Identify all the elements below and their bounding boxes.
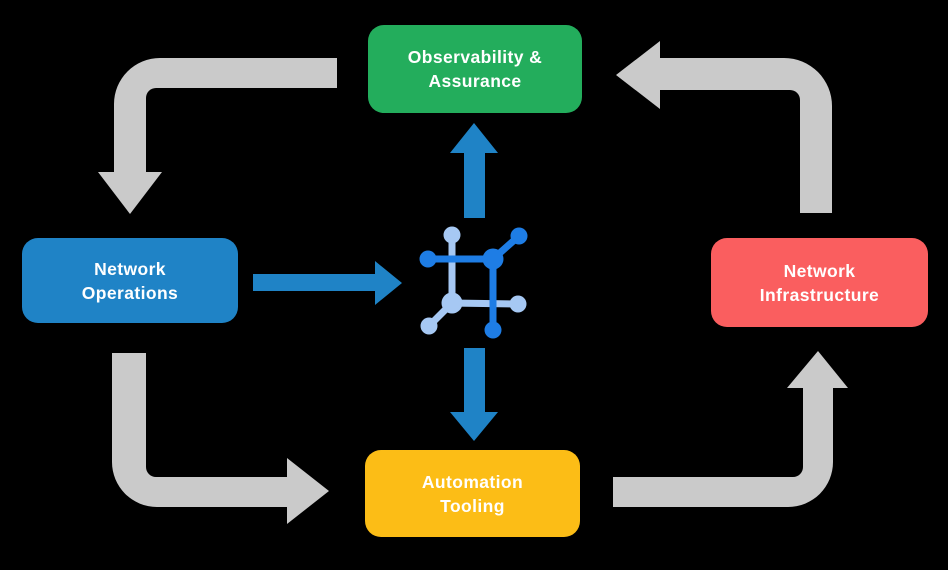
icon-primary-branch (419, 227, 528, 339)
node-label-line: Tooling (440, 495, 505, 516)
arrow-observability-to-operations (98, 58, 337, 214)
node-label-line: Network (783, 260, 856, 281)
node-network-operations: Network Operations (22, 238, 238, 323)
arrow-operations-to-automation (112, 353, 329, 524)
network-fabric-icon (419, 226, 528, 339)
node-label-line: Infrastructure (759, 284, 880, 305)
node-label-line: Network (94, 258, 166, 279)
node-label-line: Observability & (407, 47, 543, 67)
node-automation-tooling: Automation Tooling (365, 450, 580, 537)
node-label-line: Automation (421, 471, 524, 492)
arrow-icon-to-observability (450, 123, 498, 218)
arrow-operations-to-icon (253, 261, 402, 305)
node-network-infrastructure: Network Infrastructure (711, 238, 928, 327)
node-label-line: Operations (81, 282, 179, 303)
arrow-infrastructure-to-observability (616, 41, 832, 213)
node-observability-assurance: Observability & Assurance (368, 25, 582, 113)
arrow-automation-to-infrastructure (613, 351, 848, 507)
node-label-line: Assurance (428, 71, 522, 91)
arrow-icon-to-automation (450, 348, 498, 441)
